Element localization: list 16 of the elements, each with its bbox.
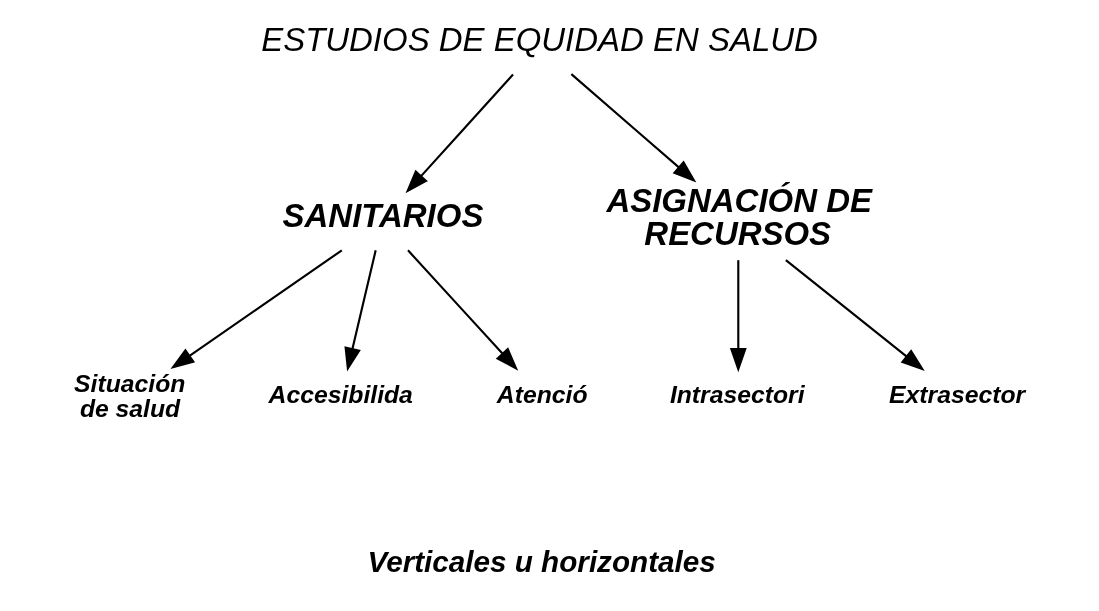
label: Verticales u horizontales	[366, 545, 716, 579]
node-text: Extrasector	[888, 380, 1025, 408]
arrow	[406, 249, 518, 371]
arrow	[784, 259, 925, 371]
node-text: Situación de salud	[73, 370, 185, 422]
arrow	[343, 250, 377, 372]
node-text: SANITARIOS	[282, 197, 483, 235]
node-text: ESTUDIOS DE EQUIDAD EN SALUD	[260, 20, 818, 58]
node-text: Accesibilida	[268, 380, 413, 408]
node-text: Intrasectori	[669, 380, 805, 408]
arrow	[729, 260, 747, 373]
node-text: ASIGNACIÓN DE RECURSOS	[605, 182, 872, 253]
node-text: Atenció	[496, 380, 588, 408]
arrow	[570, 73, 696, 183]
arrow	[169, 249, 342, 370]
arrow	[405, 73, 514, 194]
